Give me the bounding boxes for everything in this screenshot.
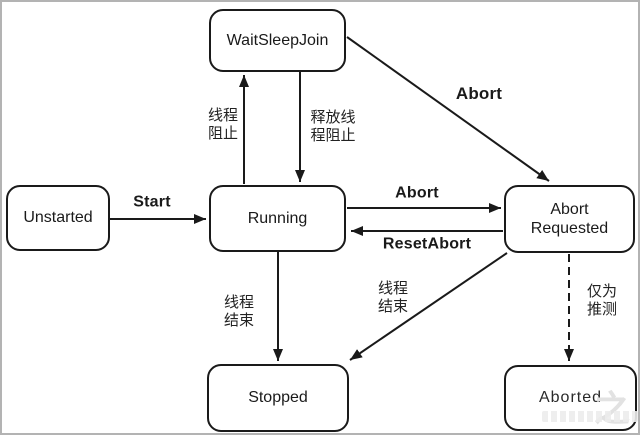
edge-label-thread-end-right: 线程 结束 (377, 280, 409, 315)
arrow-abort-waitsleepjoin-to-abort-requested (346, 36, 550, 182)
state-waitsleepjoin: WaitSleepJoin (209, 9, 346, 72)
edge-label-start: Start (133, 193, 171, 211)
arrow-thread-end-abort-requested-to-stopped (349, 252, 508, 361)
edge-label-abort-from-waitsleepjoin: Abort (455, 83, 503, 103)
state-unstarted: Unstarted (6, 185, 110, 251)
state-abort-requested: Abort Requested (504, 185, 635, 253)
edge-label-thread-end-left: 线程 结束 (223, 294, 255, 329)
edge-label-release-thread-block: 释放线 程阻止 (310, 109, 356, 144)
edge-label-thread-block: 线程 阻止 (207, 107, 239, 142)
edge-label-speculation-only: 仅为 推测 (586, 283, 618, 318)
edge-label-reset-abort: ResetAbort (382, 235, 472, 253)
state-stopped: Stopped (207, 364, 349, 432)
state-running: Running (209, 185, 346, 252)
edge-label-abort-from-running: Abort (395, 184, 439, 202)
state-aborted: Aborted (504, 365, 637, 431)
